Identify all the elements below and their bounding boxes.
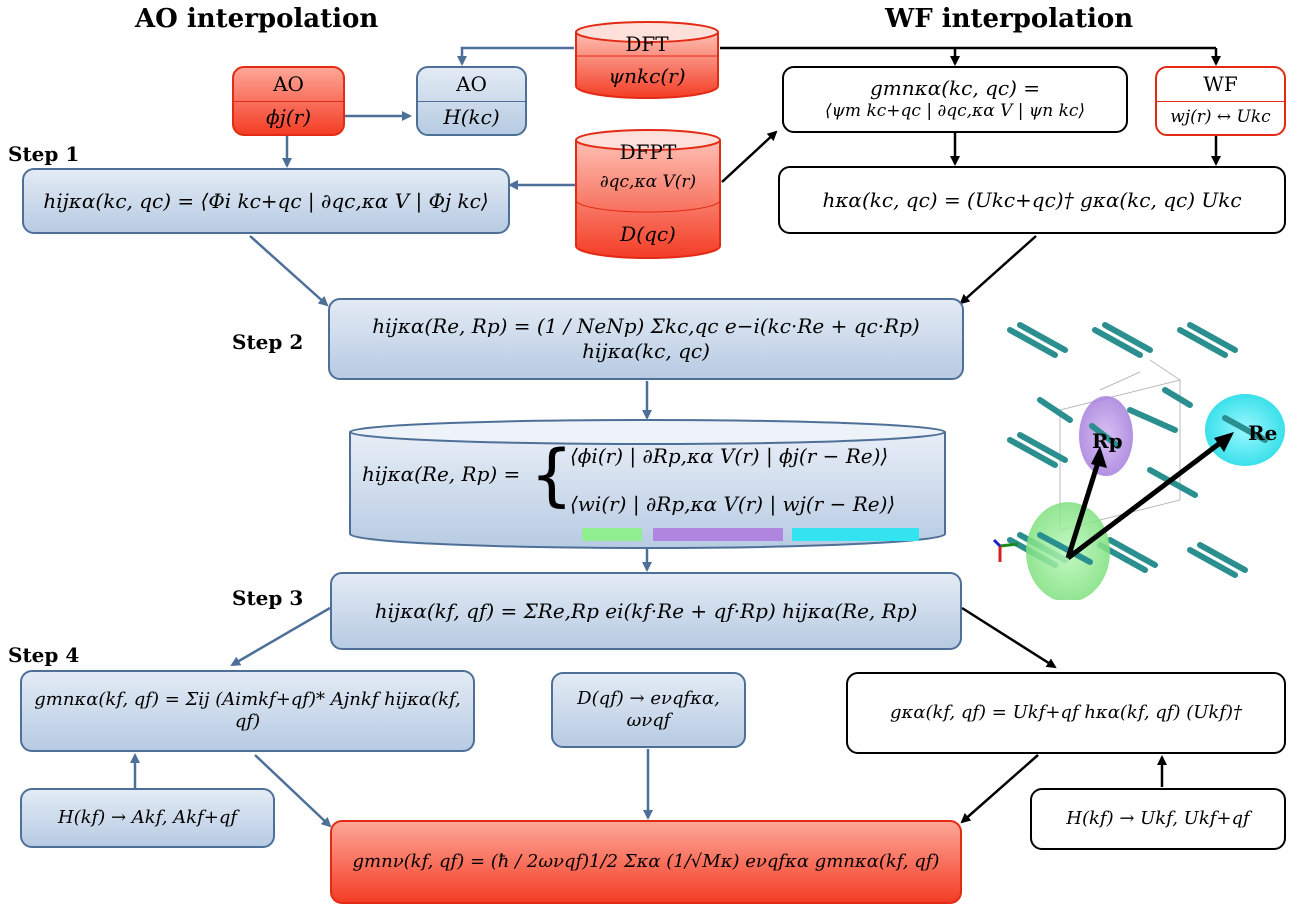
- brace: {: [530, 436, 574, 515]
- label-re: Re: [1248, 421, 1277, 445]
- arrow-step4-to-final: [254, 754, 332, 828]
- real-space-cylinder-shape: [349, 419, 946, 550]
- step1-ao-matrix-formula: hijκα(kc, qc) = ⟨Φi kc+qc | ∂qc,κα V | Φ…: [43, 188, 489, 213]
- g-coarse-line2: ⟨ψm kc+qc | ∂qc,κα V | ψn kc⟩: [824, 101, 1086, 122]
- dft-cylinder-shape: [575, 21, 719, 99]
- label-rp: Rp: [1092, 429, 1123, 453]
- wf-matrix-box: hκα(kc, qc) = (Ukc+qc)† gκα(kc, qc) Ukc: [778, 166, 1286, 234]
- ao-hamiltonian-box: AO H(kc): [416, 66, 527, 136]
- dfpt-cylinder-shape: [575, 129, 721, 259]
- arrow-wfh-to-step2: [959, 235, 1037, 305]
- ao-hamiltonian-formula: H(kc): [443, 105, 500, 130]
- dynmat-diag-box: D(qf) → eνqfκα, ωνqf: [551, 672, 746, 748]
- ao-hamiltonian-title: AO: [418, 68, 525, 102]
- final-coupling-formula: gmnν(kf, qf) = (ħ / 2ωνqf)1/2 Σκα (1/√Mκ…: [352, 850, 940, 872]
- ao-diag-box: H(kf) → Akf, Akf+qf: [20, 788, 275, 848]
- wf-basis-title: WF: [1157, 68, 1284, 102]
- arrow-dft-to-g: [720, 46, 1216, 64]
- ao-basis-formula: ϕj(r): [266, 105, 311, 130]
- arrow-step3-to-wfg: [961, 606, 1057, 669]
- step3-fourier-box: hijκα(kf, qf) = ΣRe,Rp ei(kf·Re + qf·Rp)…: [330, 572, 962, 650]
- step4-g-ao-box: gmnκα(kf, qf) = Σij (Aimkf+qf)* Ajnkf hi…: [20, 670, 475, 752]
- arrow-step3-to-step4: [230, 606, 331, 667]
- g-coarse-box: gmnκα(kc, qc) = ⟨ψm kc+qc | ∂qc,κα V | ψ…: [782, 66, 1128, 133]
- step1-ao-matrix-box: hijκα(kc, qc) = ⟨Φi kc+qc | ∂qc,κα V | Φ…: [22, 168, 510, 234]
- dfpt-formula-dynmat: D(qc): [620, 222, 676, 246]
- wf-diag-box: H(kf) → Ukf, Ukf+qf: [1030, 788, 1286, 850]
- vector-rp-head: [1091, 446, 1107, 468]
- bar-phonon-purple: [653, 528, 783, 541]
- step-4-label: Step 4: [8, 643, 80, 667]
- wf-basis-box: WF wj(r) ↔ Ukc: [1155, 66, 1286, 136]
- real-space-lhs: hijκα(Re, Rp) =: [362, 462, 521, 486]
- step-1-label: Step 1: [8, 142, 80, 166]
- unit-cell-frame: [1059, 359, 1181, 531]
- dfpt-cylinder: DFPT ∂qc,κα V(r) D(qc): [574, 128, 722, 260]
- step2-fourier-box: hijκα(Re, Rp) = (1 / NeNp) Σkc,qc e−i(kc…: [328, 298, 964, 380]
- step-3-label: Step 3: [232, 586, 304, 610]
- dfpt-formula-potential: ∂qc,κα V(r): [599, 172, 697, 192]
- step2-fourier-formula: hijκα(Re, Rp) = (1 / NeNp) Σkc,qc e−i(kc…: [372, 314, 920, 363]
- wf-diag-formula: H(kf) → Ukf, Ukf+qf: [1066, 807, 1250, 829]
- dft-formula: ψnkc(r): [608, 64, 686, 88]
- bar-electron-green: [582, 528, 642, 541]
- ao-basis-box: AO ϕj(r): [232, 66, 345, 136]
- ao-diag-formula: H(kf) → Akf, Akf+qf: [57, 806, 238, 828]
- vector-rp: [1065, 455, 1103, 559]
- real-space-wf-term: ⟨wi(r) | ∂Rp,κα V(r) | wj(r − Re)⟩: [570, 492, 896, 516]
- final-coupling-box: gmnν(kf, qf) = (ħ / 2ωνqf)1/2 Σκα (1/√Mκ…: [330, 820, 962, 904]
- crystal-inset: Rp Re: [992, 322, 1285, 600]
- arrow-dfpt-to-g: [721, 130, 778, 183]
- real-space-ao-term: ⟨ϕi(r) | ∂Rp,κα V(r) | ϕj(r − Re)⟩: [570, 444, 889, 468]
- arrow-step1-to-step2: [249, 235, 329, 307]
- vector-re: [1066, 438, 1226, 560]
- dynmat-diag-formula: D(qf) → eνqfκα, ωνqf: [577, 687, 720, 732]
- real-space-cylinder: hijκα(Re, Rp) = { ⟨ϕi(r) | ∂Rp,κα V(r) |…: [348, 418, 947, 550]
- step3-fourier-formula: hijκα(kf, qf) = ΣRe,Rp ei(kf·Re + qf·Rp)…: [374, 598, 918, 623]
- arrow-wfg-to-final: [960, 754, 1039, 824]
- header-wf-interpolation: WF interpolation: [885, 4, 1134, 34]
- wf-g-formula: gκα(kf, qf) = Ukf+qf hκα(kf, qf) (Ukf)†: [890, 701, 1242, 723]
- dft-title: DFT: [625, 32, 669, 56]
- wf-basis-formula: wj(r) ↔ Ukc: [1170, 107, 1271, 128]
- arrow-dft-to-ao: [457, 46, 574, 66]
- step-2-label: Step 2: [232, 330, 304, 354]
- step4-g-ao-formula: gmnκα(kf, qf) = Σij (Aimkf+qf)* Ajnkf hi…: [34, 688, 461, 733]
- wf-matrix-formula: hκα(kc, qc) = (Ukc+qc)† gκα(kc, qc) Ukc: [822, 187, 1242, 212]
- bar-electron-cyan: [792, 528, 919, 541]
- dft-cylinder: DFT ψnkc(r): [574, 20, 720, 100]
- header-ao-interpolation: AO interpolation: [135, 4, 379, 34]
- g-coarse-line1: gmnκα(kc, qc) =: [869, 76, 1041, 101]
- vector-re-head: [1214, 432, 1234, 452]
- dfpt-title: DFPT: [619, 140, 677, 164]
- ao-basis-title: AO: [234, 68, 343, 102]
- axes-triad: [992, 538, 1019, 562]
- wf-g-box: gκα(kf, qf) = Ukf+qf hκα(kf, qf) (Ukf)†: [846, 672, 1286, 754]
